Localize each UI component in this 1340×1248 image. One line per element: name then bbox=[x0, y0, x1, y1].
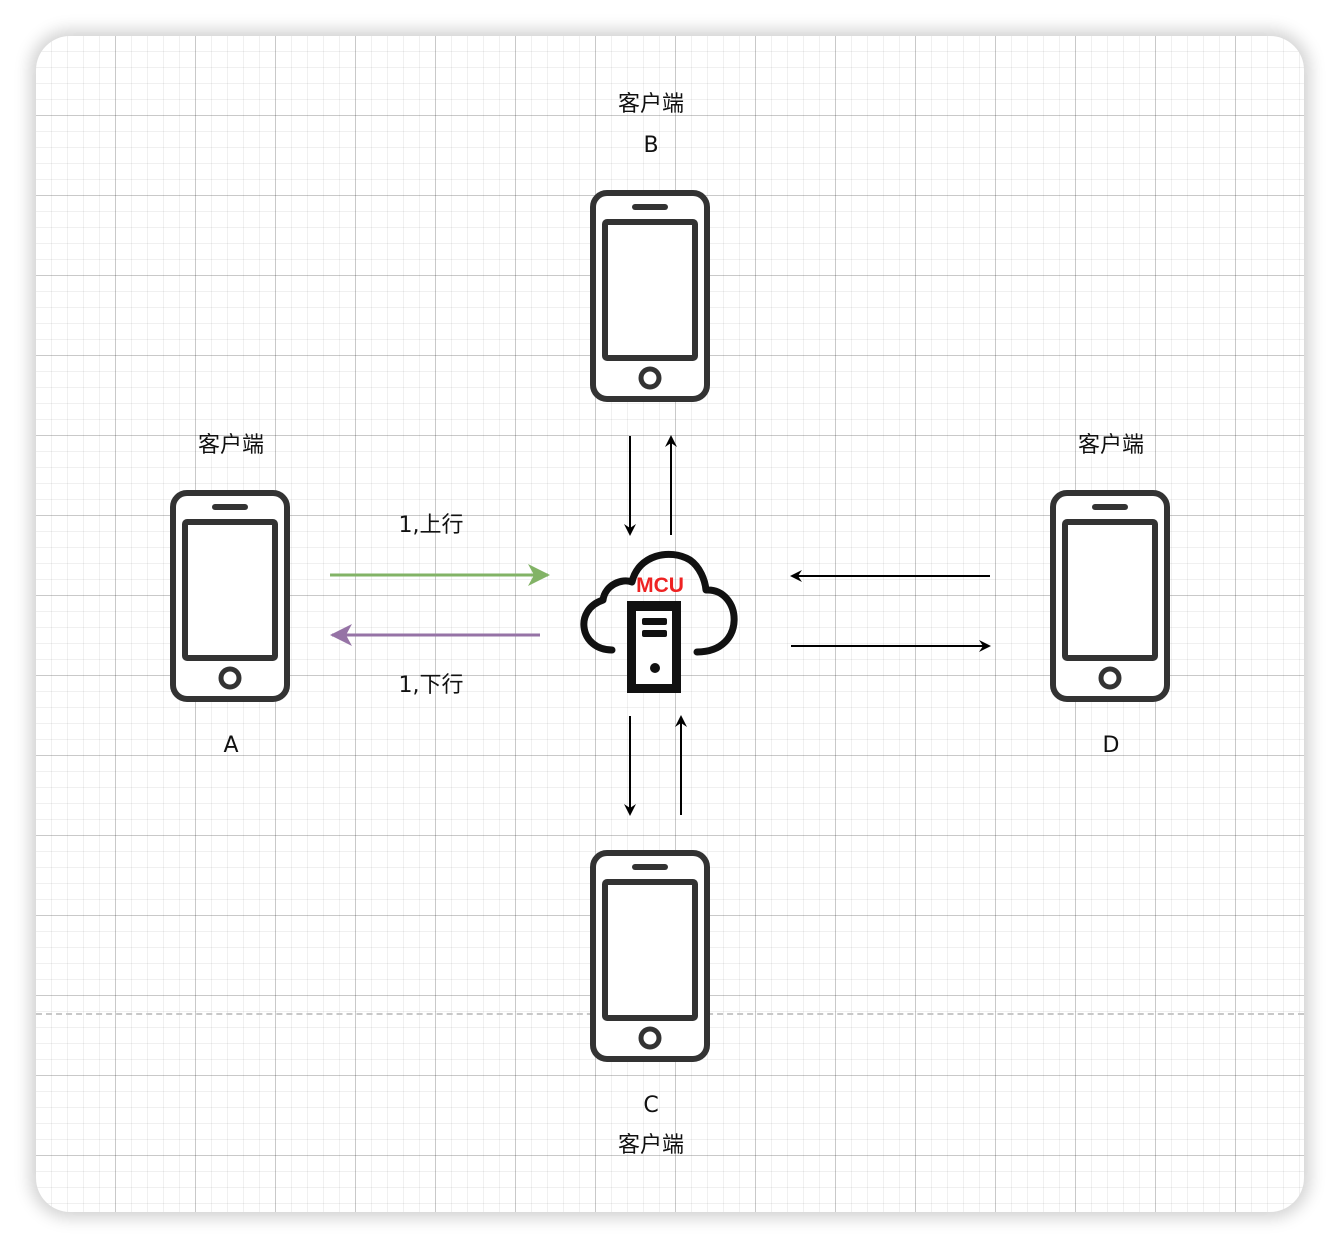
phone-c-icon bbox=[593, 853, 707, 1059]
mcu-cloud-server-icon bbox=[580, 550, 738, 693]
client-a-id-label: A bbox=[223, 733, 239, 758]
client-b-role-label: 客户端 bbox=[617, 92, 685, 117]
client-c-id-label: C bbox=[643, 1093, 659, 1118]
client-b-id-label: B bbox=[643, 133, 659, 158]
client-d-id-label: D bbox=[1102, 733, 1120, 758]
mcu-label: MCU bbox=[636, 574, 684, 597]
client-a-role-label: 客户端 bbox=[197, 433, 265, 458]
phone-d-icon bbox=[1053, 493, 1167, 699]
downlink-label: 1,下行 bbox=[398, 673, 464, 698]
client-c-role-label: 客户端 bbox=[617, 1133, 685, 1158]
client-d-role-label: 客户端 bbox=[1077, 433, 1145, 458]
phone-a-icon bbox=[173, 493, 287, 699]
uplink-label: 1,上行 bbox=[398, 513, 464, 538]
phone-b-icon bbox=[593, 193, 707, 399]
